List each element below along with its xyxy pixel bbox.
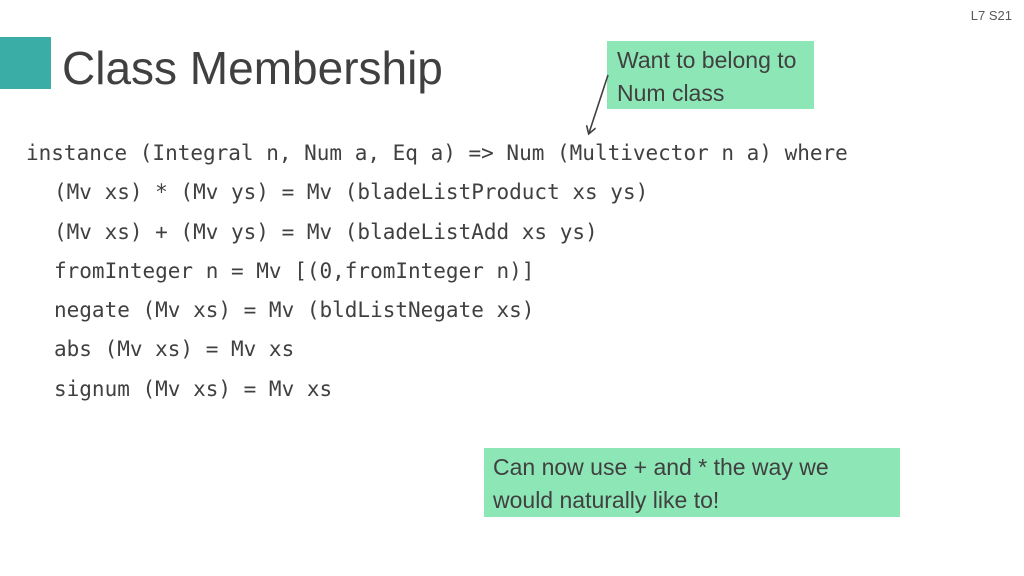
- code-line-from-integer: fromInteger n = Mv [(0,fromInteger n)]: [54, 258, 535, 283]
- slide-number: L7 S21: [970, 8, 1012, 23]
- slide-title: Class Membership: [62, 42, 443, 94]
- code-line-instance: instance (Integral n, Num a, Eq a) => Nu…: [26, 141, 848, 165]
- callout-want-to-belong: Want to belong to Num class: [607, 41, 814, 109]
- callout-can-now-use: Can now use + and * the way we would nat…: [484, 448, 900, 517]
- code-line-abs: abs (Mv xs) = Mv xs: [54, 337, 295, 362]
- code-line-add: (Mv xs) + (Mv ys) = Mv (bladeListAdd xs …: [54, 219, 598, 244]
- code-line-negate: negate (Mv xs) = Mv (bldListNegate xs): [54, 298, 535, 323]
- code-line-multiply: (Mv xs) * (Mv ys) = Mv (bladeListProduct…: [54, 180, 649, 205]
- title-accent-bar: [0, 37, 51, 89]
- code-line-signum: signum (Mv xs) = Mv xs: [54, 376, 333, 401]
- code-block: instance (Integral n, Num a, Eq a) => Nu…: [26, 134, 848, 409]
